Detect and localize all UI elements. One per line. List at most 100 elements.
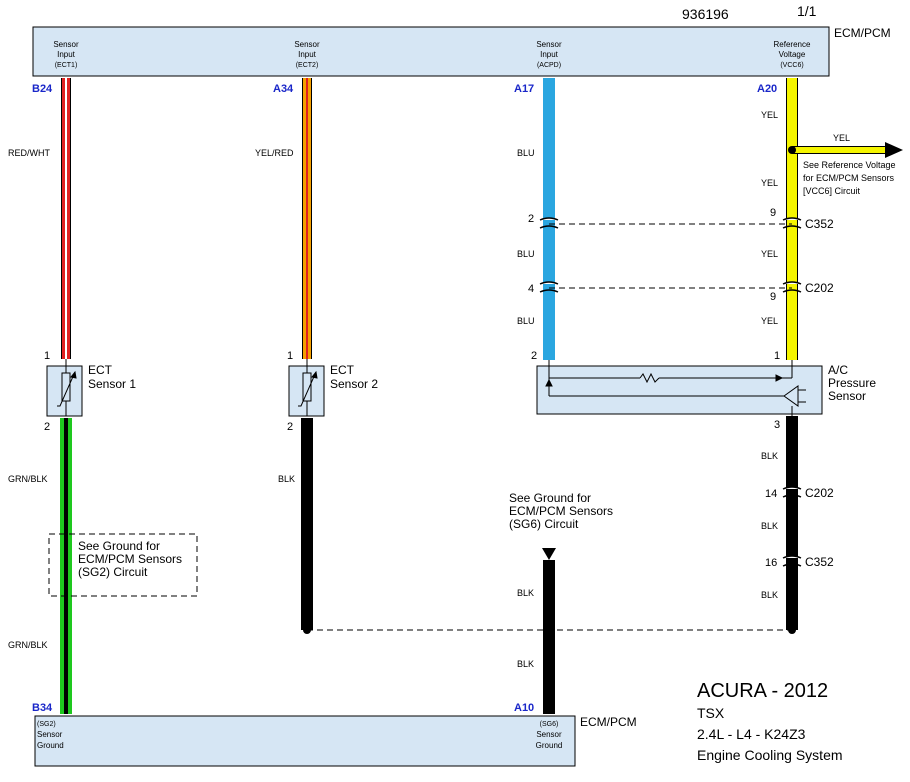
wire-grn-blk [60,418,72,714]
ect1-label-line1: ECT [88,363,113,377]
ect1-pin-1: 1 [44,350,50,362]
wire-label-yel-1: YEL [761,110,778,120]
thermistor-symbol-2 [298,359,318,416]
wire-blk-acp [786,416,798,630]
svg-text:Input: Input [540,50,559,59]
svg-text:Sensor: Sensor [53,40,79,49]
pin-b34: B34 [32,702,53,714]
c202-pin-blu: 4 [528,283,534,295]
ecm-bottom-terminal-sg2: (SG2) Sensor Ground [37,721,64,750]
svg-text:(SG2): (SG2) [37,721,56,728]
connector-c352-bottom [782,555,802,567]
wire-label-blk-acp-2: BLK [761,521,778,531]
wire-label-blu-1: BLU [517,148,535,158]
svg-text:ECM/PCM Sensors: ECM/PCM Sensors [78,552,182,566]
svg-text:ECM/PCM Sensors: ECM/PCM Sensors [509,504,613,518]
c202-pin-yel: 9 [770,291,776,303]
svg-text:(VCC6): (VCC6) [780,62,803,69]
ect2-label-line2: Sensor 2 [330,377,378,391]
wire-blk-ect2 [301,418,313,630]
svg-text:[VCC6] Circuit: [VCC6] Circuit [803,186,861,196]
vehicle-system: Engine Cooling System [697,747,843,763]
ac-pressure-sensor-box [536,365,823,415]
wire-label-red-wht: RED/WHT [8,148,50,158]
wire-label-blk-acp-1: BLK [761,451,778,461]
wire-blk-sg6 [543,560,555,714]
wire-label-yel-branch: YEL [833,133,850,143]
vehicle-model: TSX [697,705,725,721]
wire-label-blk-ect2: BLK [278,474,295,484]
svg-text:(ECT1): (ECT1) [55,62,78,69]
ect2-label-line1: ECT [330,363,355,377]
svg-text:Ground: Ground [536,741,563,750]
connector-c202-bottom [782,486,802,498]
ecm-top-terminal-ect1: Sensor Input (ECT1) [53,40,79,69]
vehicle-title: ACURA - 2012 [697,680,828,702]
svg-text:(ACPD): (ACPD) [537,62,561,69]
acp-label-line3: Sensor [828,389,866,403]
ecm-top-terminal-acpd: Sensor Input (ACPD) [536,40,562,69]
wire-label-blk-sg6-2: BLK [517,659,534,669]
thermistor-symbol-1 [57,359,77,416]
ecm-bottom-terminal-sg6: (SG6) Sensor Ground [536,721,563,750]
wire-yel-red [302,78,312,359]
wire-label-yel-4: YEL [761,316,778,326]
ecm-top-terminal-vcc6: Reference Voltage (VCC6) [774,40,811,69]
wire-label-yel-2: YEL [761,178,778,188]
ect-sensor-1-box [46,365,83,417]
acp-pin-1: 1 [774,350,780,362]
page-indicator: 1/1 [797,3,817,19]
c352-pin-blu: 2 [528,213,534,225]
ecm-top-box [32,26,830,77]
ac-pressure-sensor-internal [545,360,806,416]
svg-text:(SG6): (SG6) [540,721,559,728]
svg-text:Sensor: Sensor [294,40,320,49]
wire-label-blk-sg6-1: BLK [517,588,534,598]
ect1-label-line2: Sensor 1 [88,377,136,391]
svg-text:Ground: Ground [37,741,64,750]
pin-a20: A20 [757,83,777,95]
note-ground-sg2-box [48,533,198,597]
svg-text:Input: Input [298,50,317,59]
wire-label-grn-blk-1: GRN/BLK [8,474,48,484]
c352-pin-blk: 16 [765,557,777,569]
ect2-pin-1: 1 [287,350,293,362]
svg-text:See Ground for: See Ground for [78,539,160,553]
ecm-top-terminal-ect2: Sensor Input (ECT2) [294,40,320,69]
ect2-pin-2: 2 [287,421,293,433]
connector-c202-top [539,281,802,293]
svg-text:Input: Input [57,50,76,59]
acp-label-line2: Pressure [828,376,876,390]
doc-number: 936196 [682,6,729,22]
c202-label-bottom: C202 [805,486,834,500]
ecm-bottom-box [34,715,576,767]
c352-label-top: C352 [805,217,834,231]
wire-label-grn-blk-2: GRN/BLK [8,640,48,650]
note-ground-sg2: See Ground for ECM/PCM Sensors (SG2) Cir… [78,539,182,579]
svg-text:for ECM/PCM Sensors: for ECM/PCM Sensors [803,173,895,183]
wire-yel-branch [788,142,903,158]
wire-label-blu-3: BLU [517,316,535,326]
note-ground-sg6: See Ground for ECM/PCM Sensors (SG6) Cir… [509,491,613,531]
acp-pin-2: 2 [531,350,537,362]
ground-reference-arrow [542,548,556,560]
wire-label-yel-3: YEL [761,249,778,259]
ecm-bottom-label: ECM/PCM [580,715,637,729]
acp-pin-3: 3 [774,419,780,431]
svg-text:Sensor: Sensor [37,730,63,739]
c202-label-top: C202 [805,281,834,295]
c352-pin-yel: 9 [770,207,776,219]
c352-label-bottom: C352 [805,555,834,569]
svg-text:Sensor: Sensor [536,730,562,739]
c202-pin-blk: 14 [765,488,777,500]
pin-a34: A34 [273,83,294,95]
pin-a17: A17 [514,83,534,95]
svg-text:Voltage: Voltage [779,50,806,59]
svg-text:See Ground for: See Ground for [509,491,591,505]
svg-text:(SG6) Circuit: (SG6) Circuit [509,517,579,531]
wire-label-yel-red: YEL/RED [255,148,294,158]
pin-a10: A10 [514,702,534,714]
svg-text:Reference: Reference [774,40,811,49]
wire-red-wht [61,78,71,359]
